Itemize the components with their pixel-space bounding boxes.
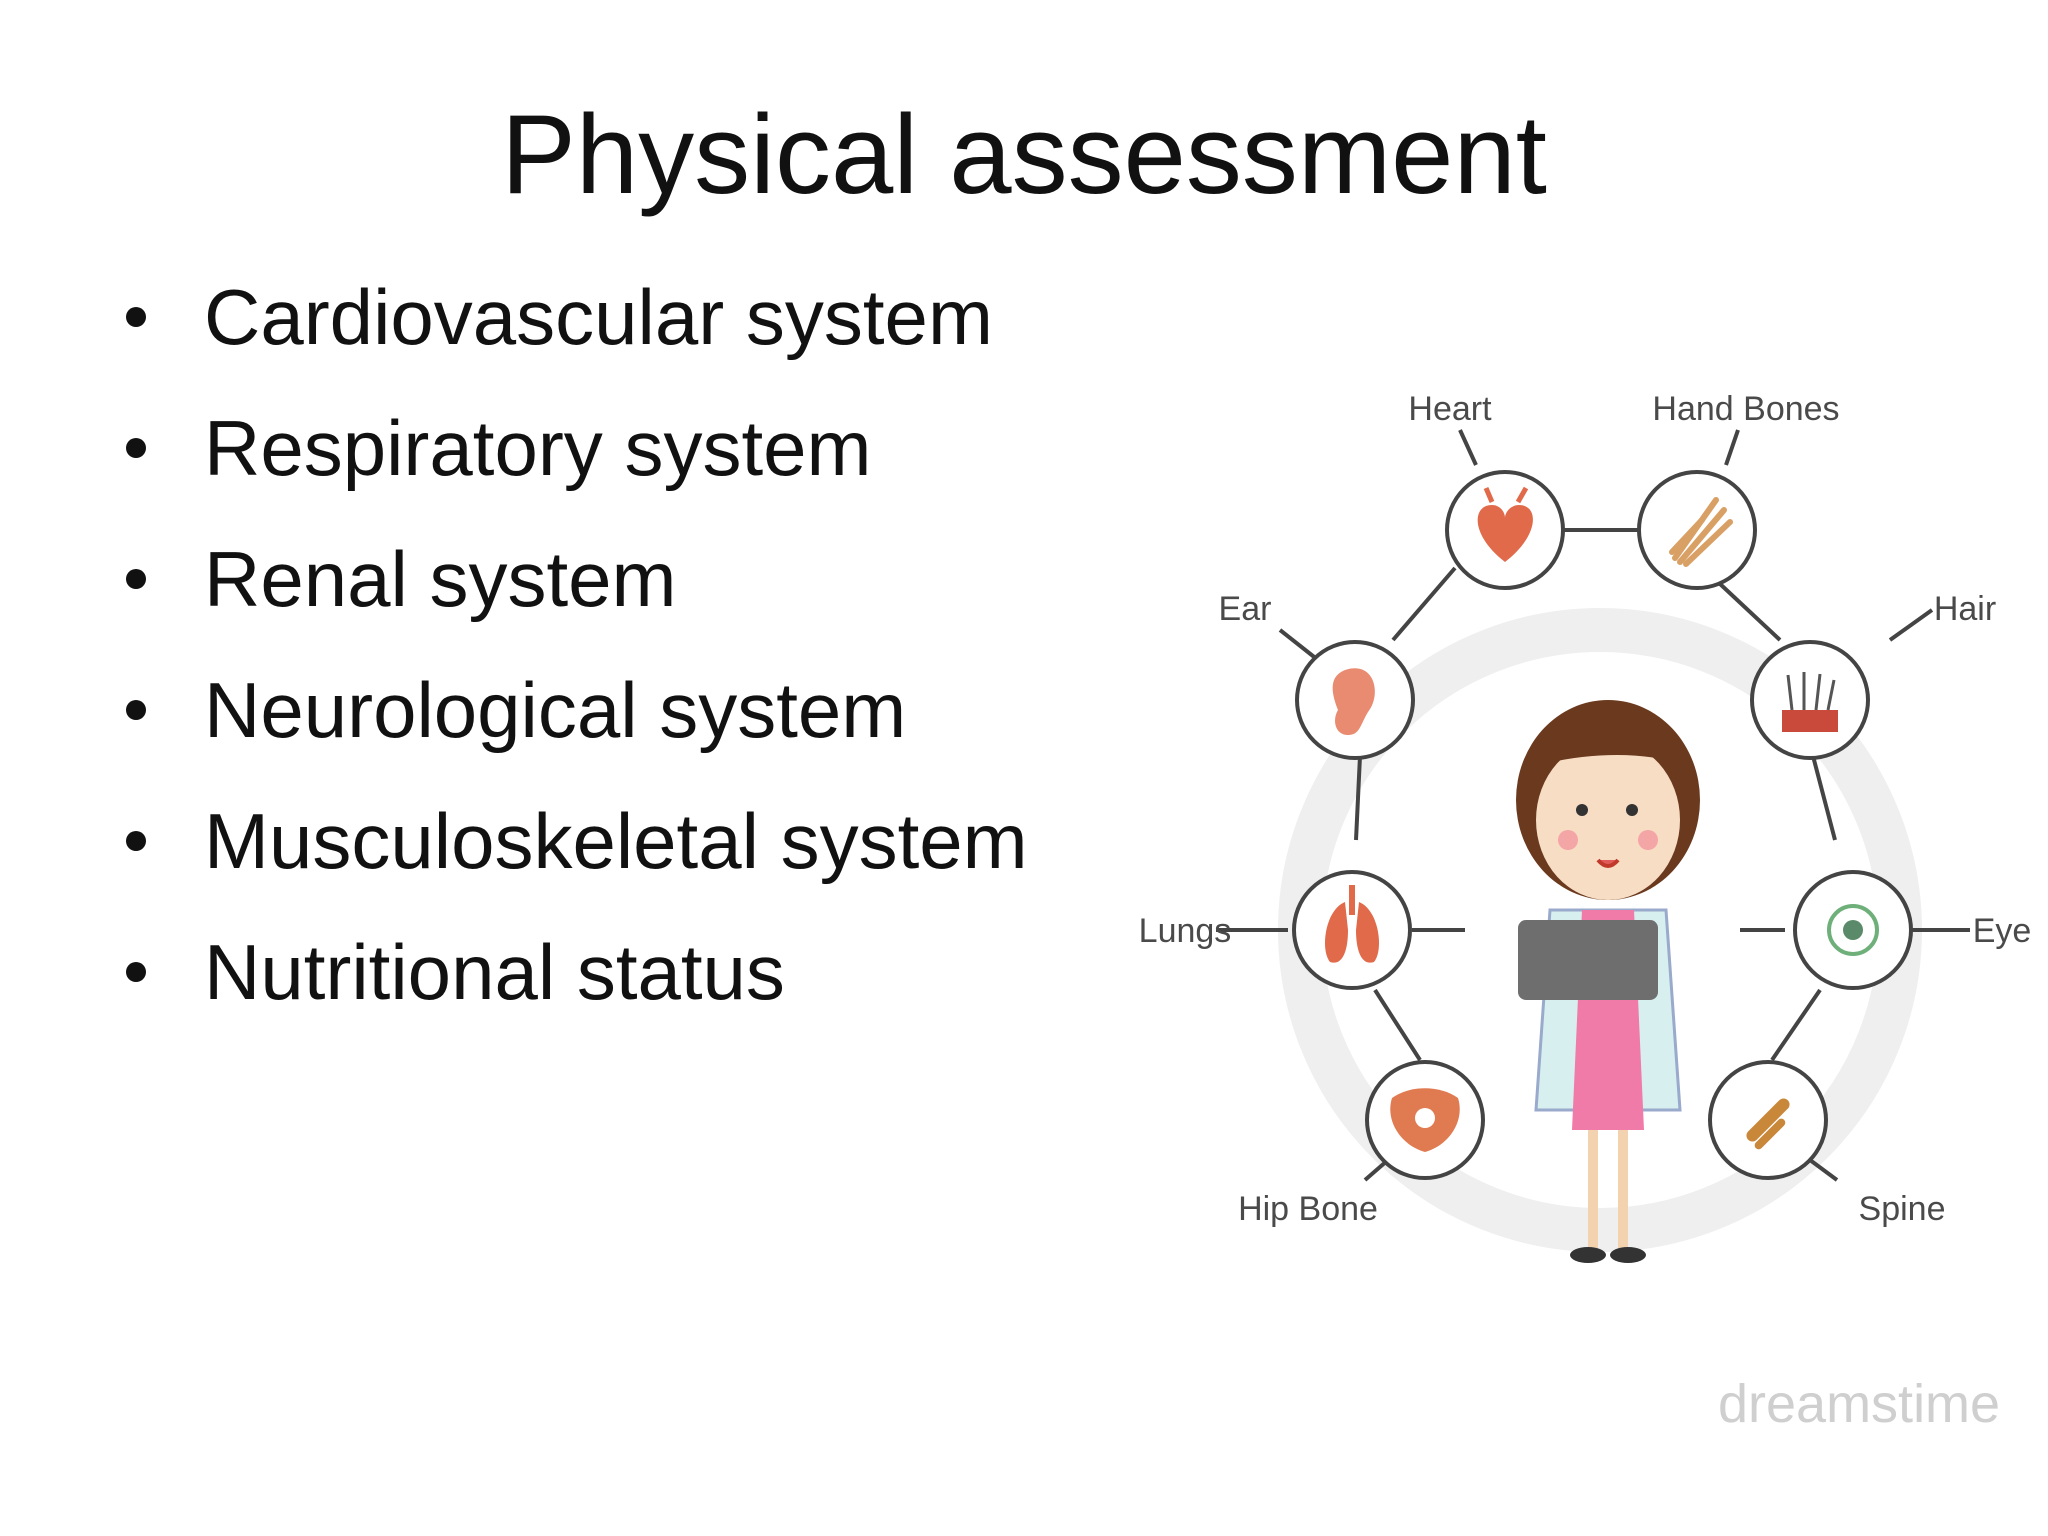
doctor-figure <box>1516 700 1700 1263</box>
bullet-text: Cardiovascular system <box>204 273 993 361</box>
lungs-circle <box>1292 870 1412 990</box>
bullet-dot <box>126 438 146 458</box>
slide-title: Physical assessment <box>501 92 1547 217</box>
hand-bones-icon <box>1669 497 1733 567</box>
bullet-text: Neurological system <box>204 666 907 754</box>
heart-icon <box>1477 486 1533 562</box>
bullet-item: Renal system <box>120 514 1170 645</box>
spine-icon <box>1746 1098 1790 1150</box>
bullet-text: Respiratory system <box>204 404 872 492</box>
bullet-item: Neurological system <box>120 645 1170 776</box>
label-hair: Hair <box>1934 590 1996 628</box>
hip-bone-icon <box>1390 1088 1460 1152</box>
label-heart: Heart <box>1408 390 1492 428</box>
hair-circle <box>1750 640 1870 760</box>
body-systems-illustration: Heart Hand Bones Ear Hair Lungs Eye Hip … <box>1139 390 2032 1263</box>
hair-icon <box>1782 672 1838 732</box>
label-eye: Eye <box>1973 912 2032 950</box>
label-spine: Spine <box>1859 1190 1946 1228</box>
ear-icon <box>1332 668 1375 735</box>
bullet-item: Respiratory system <box>120 383 1170 514</box>
bullet-text: Renal system <box>204 535 677 623</box>
bullet-text: Nutritional status <box>204 928 785 1016</box>
connector-lines <box>1216 429 1970 1182</box>
watermark: dreamstime <box>1718 1374 2000 1434</box>
label-lungs: Lungs <box>1139 912 1232 950</box>
label-hand-bones: Hand Bones <box>1652 390 1839 428</box>
bullet-dot <box>126 700 146 720</box>
label-hip-bone: Hip Bone <box>1238 1190 1378 1228</box>
bullet-dot <box>126 307 146 327</box>
bullet-dot <box>126 831 146 851</box>
bullet-list: Cardiovascular system Respiratory system… <box>120 252 1170 1038</box>
bullet-item: Musculoskeletal system <box>120 776 1170 907</box>
lungs-icon <box>1325 885 1379 963</box>
bullet-dot <box>126 962 146 982</box>
bullet-text: Musculoskeletal system <box>204 797 1028 885</box>
label-ear: Ear <box>1219 590 1272 628</box>
watermark-text: dreamstime <box>1718 1374 2000 1434</box>
bullet-dot <box>126 569 146 589</box>
eye-icon <box>1827 904 1879 956</box>
bullet-item: Cardiovascular system <box>120 252 1170 383</box>
bullet-item: Nutritional status <box>120 907 1170 1038</box>
